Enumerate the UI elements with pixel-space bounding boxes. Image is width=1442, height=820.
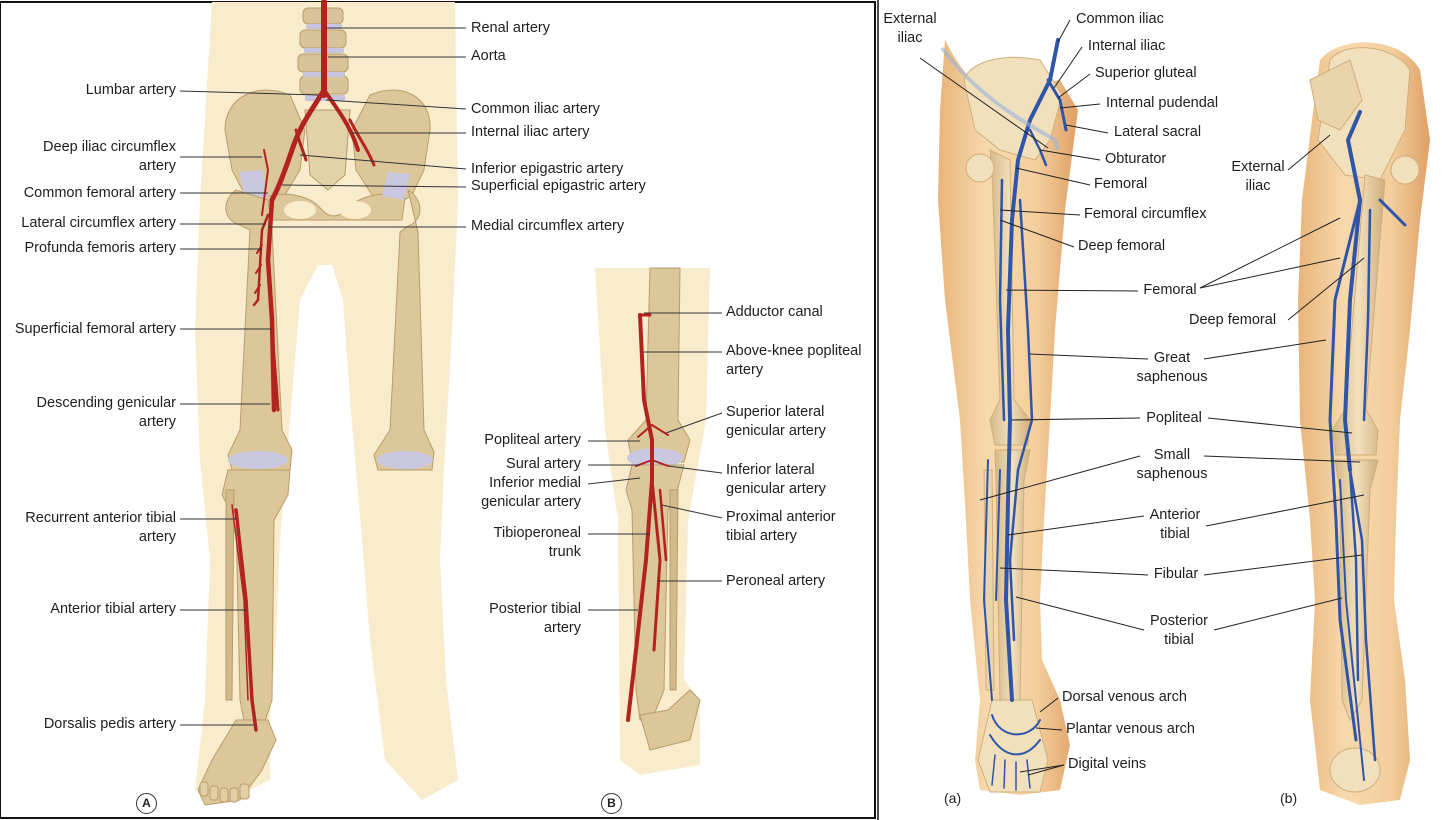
- label-posterior-tibial: Posterior tibial: [1149, 613, 1209, 648]
- label-great-saphenous: Great saphenous: [1136, 350, 1208, 385]
- label-deep-femoral-b: Deep femoral: [1189, 312, 1277, 328]
- label-superficial-femoral-artery: Superficial femoral artery: [14, 321, 176, 337]
- label-adductor-canal: Adductor canal: [726, 304, 823, 320]
- label-deep-femoral-a: Deep femoral: [1078, 238, 1166, 254]
- panel-label-b: B: [601, 793, 622, 814]
- label-plantar-venous-arch: Plantar venous arch: [1066, 721, 1195, 737]
- panel-label-a: A: [136, 793, 157, 814]
- label-internal-pudendal: Internal pudendal: [1106, 95, 1219, 111]
- label-common-iliac-artery: Common iliac artery: [471, 101, 600, 117]
- label-lumbar-artery: Lumbar artery: [85, 82, 176, 98]
- label-digital-veins: Digital veins: [1068, 756, 1147, 772]
- label-profunda-femoris-artery: Profunda femoris artery: [24, 240, 176, 256]
- label-renal-artery: Renal artery: [471, 20, 550, 36]
- label-femoral-a: Femoral: [1094, 176, 1148, 192]
- label-superficial-epigastric-artery: Superficial epigastric artery: [471, 178, 646, 194]
- label-inferior-lateral-genicular-artery: Inferior lateral genicular artery: [726, 462, 826, 497]
- figure-veins-b: [1298, 42, 1430, 805]
- figure-a-body: [195, 0, 458, 806]
- label-internal-iliac-artery: Internal iliac artery: [471, 124, 590, 140]
- label-aorta: Aorta: [471, 48, 506, 64]
- label-descending-genicular-artery: Descending genicular artery: [36, 395, 176, 430]
- label-superior-gluteal: Superior gluteal: [1095, 65, 1197, 81]
- label-external-iliac-b: External iliac: [1231, 159, 1285, 194]
- label-recurrent-anterior-tibial-artery: Recurrent anterior tibial artery: [25, 510, 176, 545]
- label-tibioperoneal-trunk: Tibioperoneal trunk: [493, 525, 581, 560]
- label-peroneal-artery: Peroneal artery: [726, 573, 826, 589]
- label-obturator: Obturator: [1105, 151, 1167, 167]
- label-inferior-medial-genicular-artery: Inferior medial genicular artery: [481, 475, 581, 510]
- figure-a-leader-lines: [179, 27, 723, 726]
- label-internal-iliac: Internal iliac: [1088, 38, 1166, 54]
- label-popliteal-artery: Popliteal artery: [484, 432, 581, 448]
- label-medial-circumflex-artery: Medial circumflex artery: [471, 218, 625, 234]
- label-anterior-tibial-artery: Anterior tibial artery: [50, 601, 176, 617]
- label-common-iliac: Common iliac: [1076, 11, 1164, 27]
- panel-label-veins-a: (a): [944, 790, 962, 806]
- label-superior-lateral-genicular-artery: Superior lateral genicular artery: [726, 404, 826, 439]
- label-above-knee-popliteal-artery: Above-knee popliteal artery: [726, 343, 862, 378]
- figure-b-knee: [595, 267, 710, 775]
- label-popliteal: Popliteal: [1146, 410, 1202, 426]
- label-fibular: Fibular: [1153, 566, 1199, 582]
- label-inferior-epigastric-artery: Inferior epigastric artery: [471, 161, 624, 177]
- label-deep-iliac-circumflex-artery: Deep iliac circumflex artery: [43, 139, 176, 174]
- figure-veins-leader-lines: [919, 19, 1365, 776]
- label-lateral-sacral: Lateral sacral: [1114, 124, 1202, 140]
- figure-veins-a: [938, 38, 1078, 795]
- label-sural-artery: Sural artery: [506, 456, 581, 472]
- label-common-femoral-artery: Common femoral artery: [23, 185, 176, 201]
- label-dorsal-venous-arch: Dorsal venous arch: [1062, 689, 1187, 705]
- label-small-saphenous: Small saphenous: [1136, 447, 1208, 482]
- label-femoral-circumflex: Femoral circumflex: [1084, 206, 1207, 222]
- label-external-iliac-a: External iliac: [883, 11, 937, 46]
- label-anterior-tibial: Anterior tibial: [1149, 507, 1201, 542]
- label-lateral-circumflex-artery: Lateral circumflex artery: [21, 215, 176, 231]
- label-dorsalis-pedis-artery: Dorsalis pedis artery: [43, 716, 176, 732]
- panel-label-veins-b: (b): [1280, 790, 1298, 806]
- label-femoral-center: Femoral: [1143, 282, 1197, 298]
- label-posterior-tibial-artery: Posterior tibial artery: [489, 601, 581, 636]
- label-proximal-anterior-tibial-artery: Proximal anterior tibial artery: [726, 509, 836, 544]
